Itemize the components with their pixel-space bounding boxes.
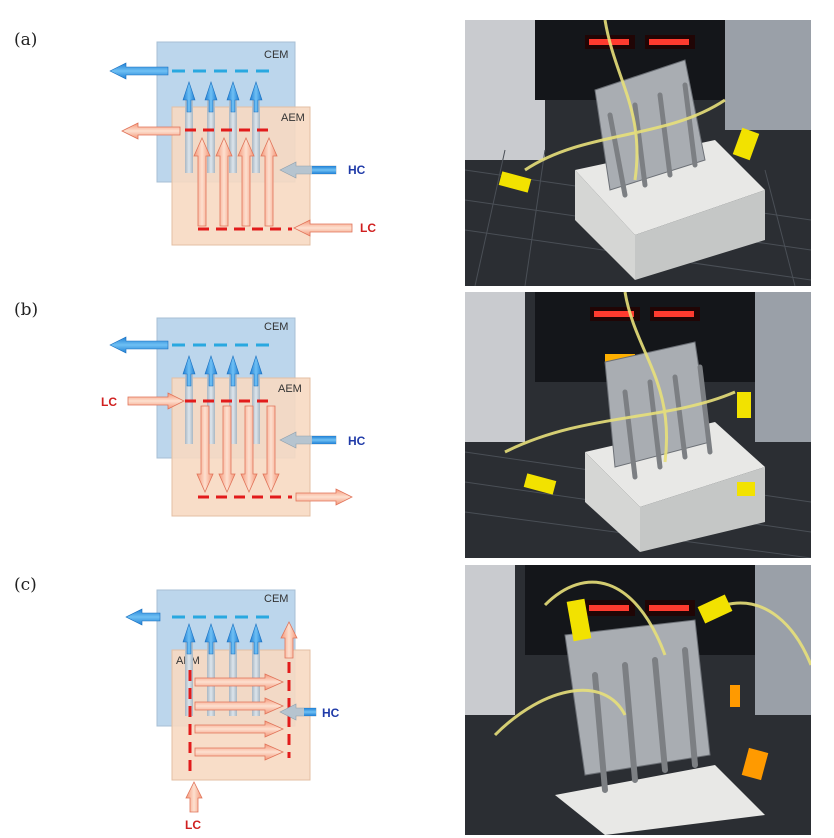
panel-label-b: (b) — [14, 300, 39, 320]
cem-label: CEM — [264, 49, 288, 61]
aem-compartment — [171, 106, 311, 246]
schematic-a: CEM AEM — [109, 41, 376, 246]
cem-outlet-arrow — [125, 608, 161, 626]
blue-up-arrows — [182, 623, 263, 655]
hc-stems — [185, 372, 260, 444]
aem-outlet-arrow — [280, 621, 298, 659]
hc-label: HC — [348, 163, 366, 177]
aem-outlet-arrow — [295, 488, 353, 506]
aem-outlet-arrow — [121, 122, 181, 140]
blue-up-arrows — [182, 81, 263, 113]
lc-inlet-arrow — [127, 392, 185, 410]
lc-label: LC — [185, 818, 201, 832]
lc-label: LC — [101, 395, 117, 409]
hc-label: HC — [322, 706, 340, 720]
blue-up-arrows — [182, 355, 263, 387]
hc-label: HC — [348, 434, 366, 448]
orange-up-arrows — [193, 137, 278, 227]
schematic-b: CEM AEM LC HC — [101, 317, 366, 517]
photo-a — [465, 20, 811, 286]
cem-outlet-arrow — [109, 336, 169, 354]
lc-label: LC — [360, 221, 376, 235]
cem-label: CEM — [264, 593, 288, 605]
panel-label-a: (a) — [14, 30, 38, 50]
orange-down-arrows — [196, 405, 280, 493]
photo-c — [465, 565, 811, 835]
orange-right-arrows — [194, 673, 284, 761]
aem-label: AEM — [278, 383, 302, 395]
lc-inlet-arrow — [185, 781, 203, 813]
lc-inlet-arrow — [293, 219, 353, 237]
panel-label-c: (c) — [14, 575, 37, 595]
aem-label: AEM — [281, 112, 305, 124]
cem-label: CEM — [264, 321, 288, 333]
hc-stems — [185, 98, 260, 173]
schematic-c: CEM AEM LC — [125, 589, 340, 832]
cem-outlet-arrow — [109, 62, 169, 80]
photo-b — [465, 292, 811, 558]
